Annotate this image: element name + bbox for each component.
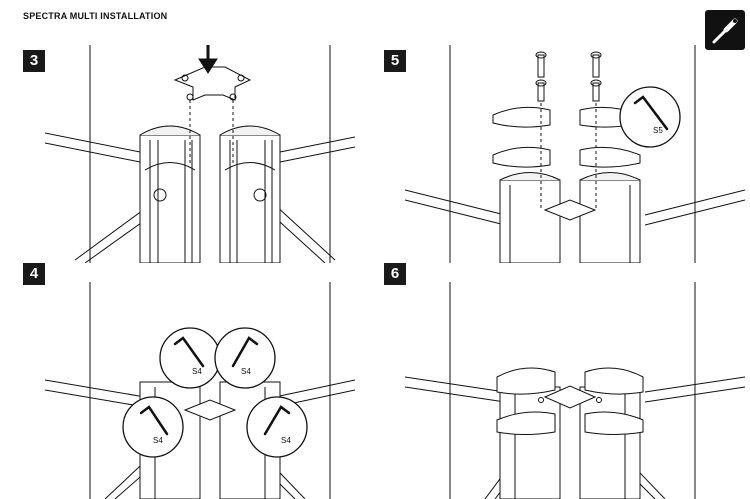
- step-3-illustration: [45, 45, 355, 263]
- callout-label: S4: [192, 367, 202, 376]
- step-4-illustration: S4 S4 S4 S4: [45, 282, 355, 499]
- document-title: SPECTRA MULTI INSTALLATION: [23, 11, 168, 21]
- step-number-badge: 6: [384, 263, 406, 285]
- callout-label: S4: [281, 436, 291, 445]
- step-6-illustration: [405, 282, 745, 499]
- callout-label: S4: [153, 436, 163, 445]
- step-number-badge: 5: [384, 50, 406, 72]
- screwdriver-icon: [705, 10, 745, 50]
- step-number-badge: 3: [23, 50, 45, 72]
- callout-label: S4: [241, 367, 251, 376]
- callout-label: S5: [653, 126, 663, 135]
- step-5-illustration: S5: [405, 45, 745, 263]
- step-number-badge: 4: [23, 263, 45, 285]
